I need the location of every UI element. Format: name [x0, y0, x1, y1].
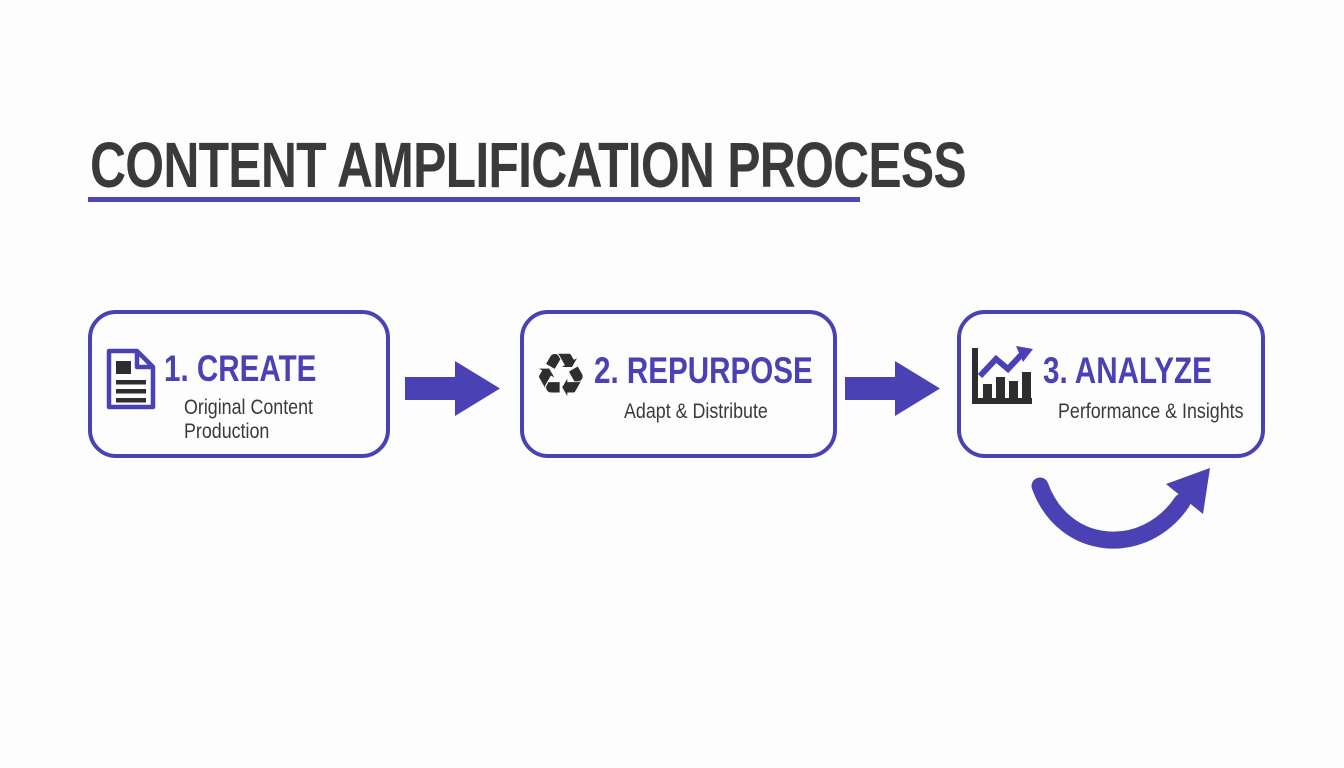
title-underline — [88, 197, 860, 202]
right-arrow-icon — [405, 361, 500, 421]
step-box-analyze: 3. ANALYZE Performance & Insights — [957, 310, 1265, 458]
step-label-create: 1. CREATE — [164, 348, 317, 389]
step-label-analyze: 3. ANALYZE — [1043, 350, 1212, 391]
step-subtitle-analyze: Performance & Insights — [1058, 400, 1244, 423]
step-subtitle-repurpose: Adapt & Distribute — [624, 400, 768, 423]
recycle-glyph: ♻ — [534, 341, 588, 411]
step-label-repurpose: 2. REPURPOSE — [594, 350, 813, 391]
document-icon — [104, 348, 158, 415]
page-title: CONTENT AMPLIFICATION PROCESS — [90, 129, 967, 201]
recycle-icon: ♻ — [534, 346, 588, 406]
step-box-repurpose: ♻ 2. REPURPOSE Adapt & Distribute — [520, 310, 837, 458]
right-arrow-icon — [845, 361, 940, 421]
step-box-create: 1. CREATE Original Content Production — [88, 310, 390, 458]
bar-chart-icon — [970, 346, 1034, 411]
step-subtitle-create: Original Content Production — [184, 396, 313, 443]
loop-curved-arrow-icon — [1026, 466, 1216, 571]
